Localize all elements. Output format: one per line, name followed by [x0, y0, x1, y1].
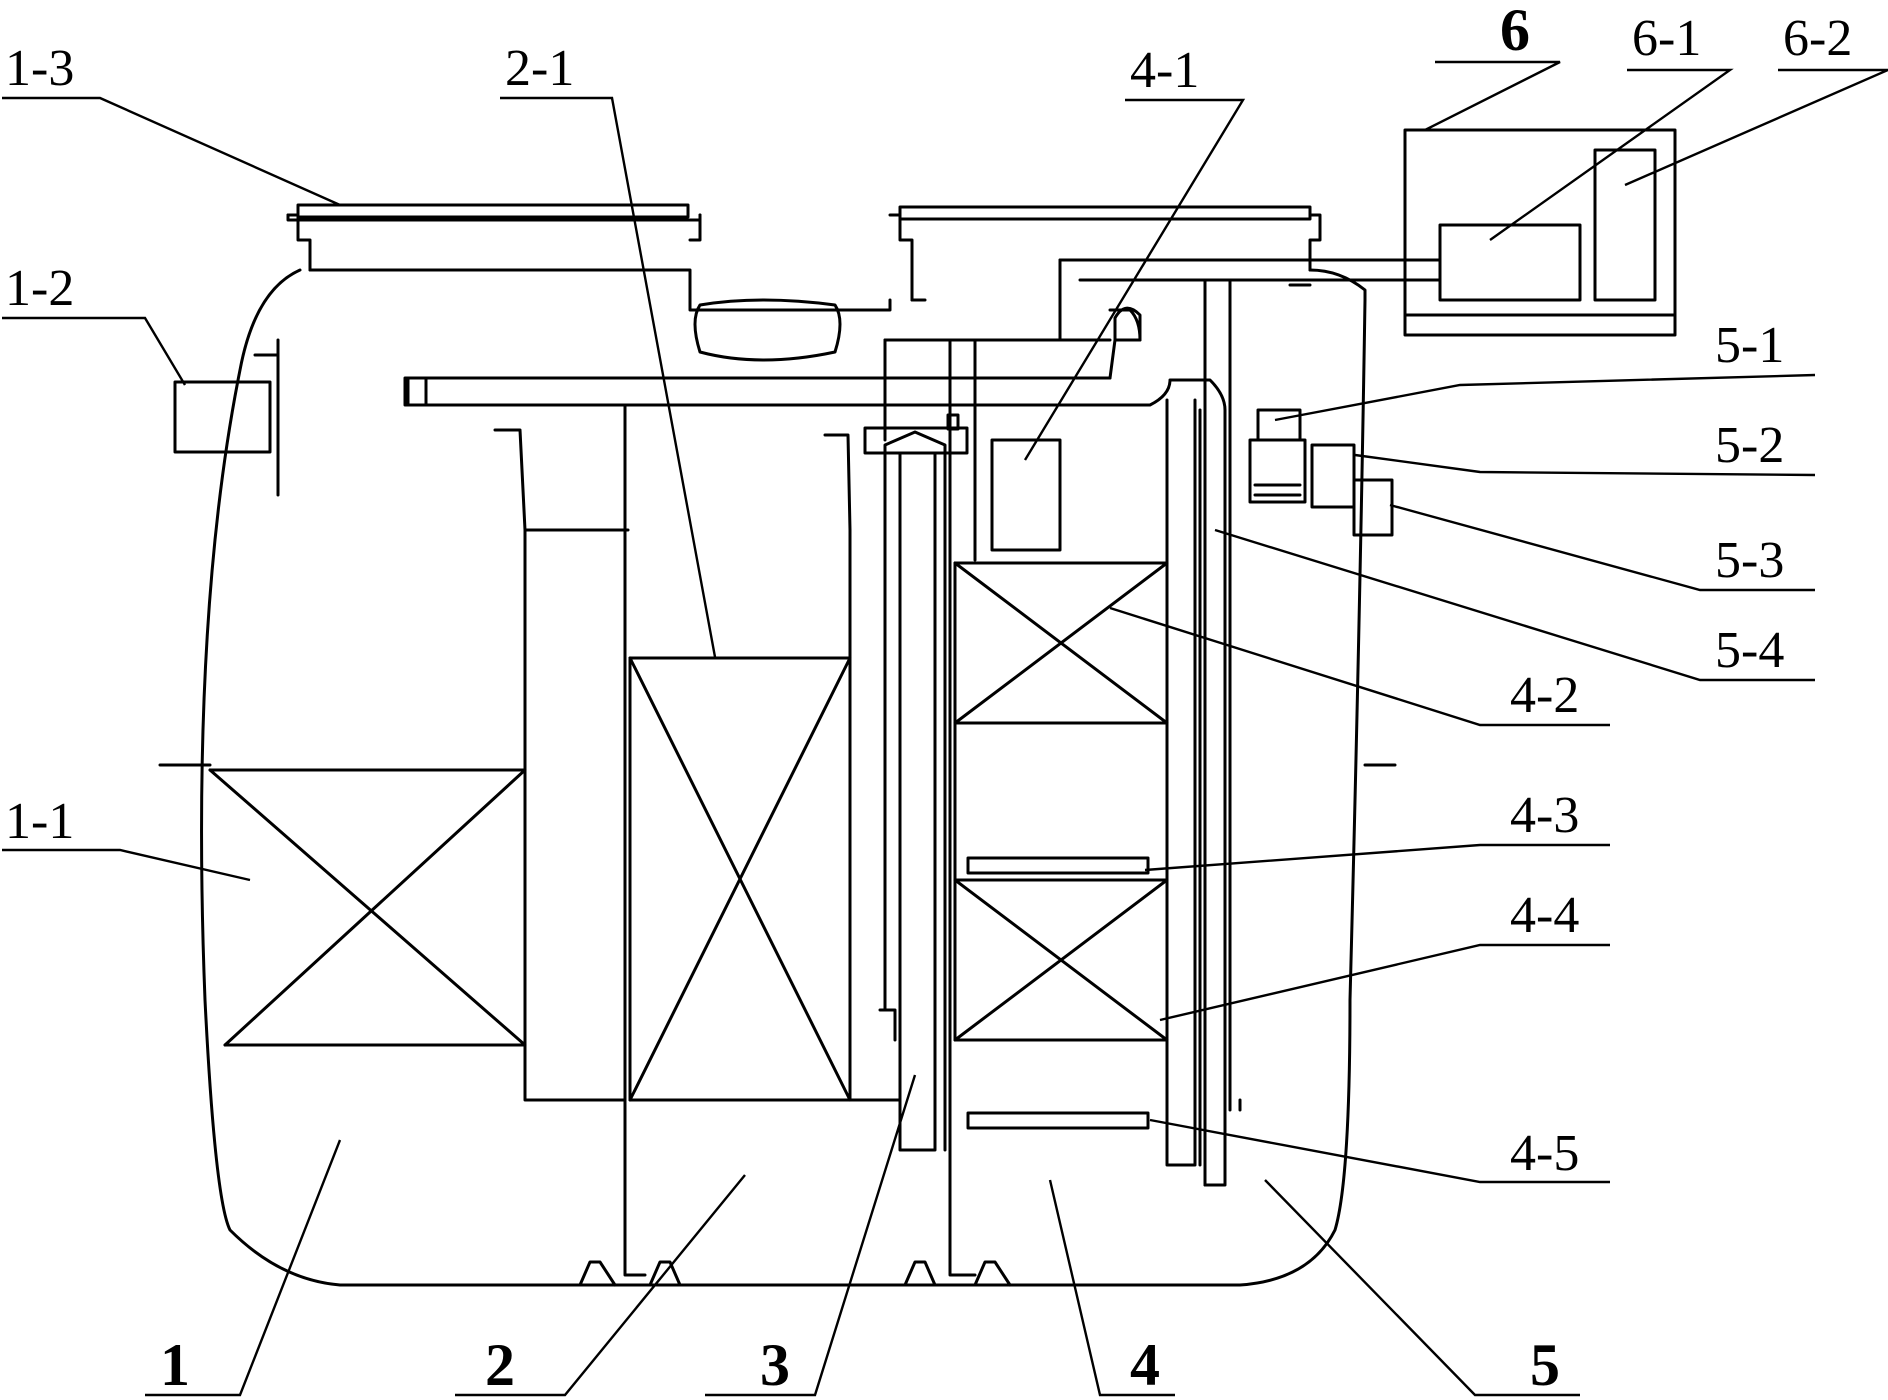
label-2-1: 2-1 [505, 40, 574, 97]
elbow-fitting [1113, 306, 1142, 342]
controller-6-1 [1438, 223, 1582, 302]
control-box-6 [1403, 128, 1677, 337]
tank-outer-wall [200, 268, 1367, 1287]
vent-cap [693, 298, 842, 362]
air-feed-pipe-5-4 [1203, 278, 1232, 1187]
label-1-1: 1-1 [5, 793, 74, 850]
media-block-4-2 [953, 561, 1169, 725]
chamber-3-walls [883, 338, 977, 442]
base-notch-left [578, 1260, 682, 1287]
label-5-2: 5-2 [1715, 417, 1784, 474]
chamber-4-wall-right [1165, 398, 1197, 1167]
top-ceiling-mid [688, 293, 892, 312]
label-5-1: 5-1 [1715, 317, 1784, 374]
label-1: 1 [160, 1332, 190, 1398]
inlet-pipe-1-2 [173, 380, 272, 454]
base-notch-right [903, 1260, 1012, 1287]
filter-block-1-1 [158, 763, 527, 1047]
chamber-4-wall-left [948, 338, 977, 1277]
pipe-end-cap [406, 376, 428, 407]
label-3: 3 [760, 1332, 790, 1398]
label-4-2: 4-2 [1510, 667, 1579, 724]
pump-5-1 [1248, 408, 1307, 504]
air-pipe-horizontal [403, 376, 1112, 407]
air-lift-pipe-3 [863, 413, 969, 1152]
media-block-4-4 [953, 878, 1169, 1042]
label-4-5: 4-5 [1510, 1125, 1579, 1182]
label-5: 5 [1530, 1332, 1560, 1398]
partition-2-top [823, 433, 852, 660]
blower-6-2 [1593, 148, 1657, 302]
label-6: 6 [1500, 0, 1530, 63]
control-air-lines [1058, 258, 1442, 282]
lid-right [888, 205, 1322, 302]
sensor-5-3 [1352, 478, 1394, 537]
label-6-2: 6-2 [1783, 10, 1852, 67]
aeration-unit-4-1 [990, 438, 1062, 552]
pipe-bend [878, 1008, 897, 1042]
label-5-3: 5-3 [1715, 532, 1784, 589]
label-5-4: 5-4 [1715, 622, 1784, 679]
lid-left [286, 203, 702, 297]
valve-5-2 [1310, 443, 1356, 509]
label-1-3: 1-3 [5, 40, 74, 97]
chamber-2-wall-left [623, 403, 647, 1277]
label-6-1: 6-1 [1632, 10, 1701, 67]
label-4-4: 4-4 [1510, 887, 1579, 944]
label-4-1: 4-1 [1130, 42, 1199, 99]
diffuser-plate-4-5 [966, 1111, 1150, 1130]
label-4-3: 4-3 [1510, 787, 1579, 844]
diffuser-plate-4-3 [966, 856, 1150, 875]
label-2: 2 [485, 1332, 515, 1398]
label-1-2: 1-2 [5, 260, 74, 317]
label-4: 4 [1130, 1332, 1160, 1398]
leader-lines [2, 60, 1888, 1397]
filter-block-2-1 [628, 656, 852, 1102]
